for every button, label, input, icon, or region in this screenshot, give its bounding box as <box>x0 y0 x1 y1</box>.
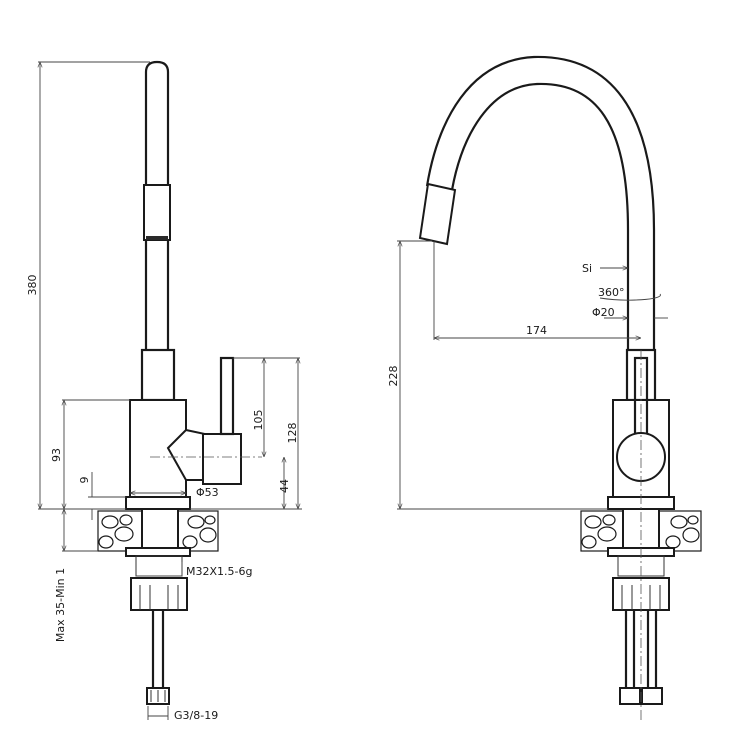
dim-380: 380 <box>26 61 150 510</box>
dim-9-label: 9 <box>78 477 91 484</box>
dim-phi53: Φ53 <box>130 486 219 499</box>
dim-380-label: 380 <box>26 275 39 296</box>
dim-228: 228 <box>387 240 608 510</box>
dim-44-label: 44 <box>278 479 291 493</box>
dim-128: 128 <box>190 358 302 510</box>
dim-9: 9 <box>78 472 126 520</box>
right-gooseneck-spout <box>418 55 656 350</box>
left-side-view: 380 93 9 Max 35-Min 1 105 <box>26 60 302 722</box>
dim-phi20-label: Φ20 <box>592 306 615 319</box>
dim-rotation-label: 360° <box>598 286 625 299</box>
dim-128-label: 128 <box>286 423 299 444</box>
dim-thread-label: M32X1.5-6g <box>186 565 252 578</box>
dim-si: Si <box>582 262 628 275</box>
dim-rotation: 360° <box>598 286 661 301</box>
left-faucet-body <box>125 356 242 510</box>
dim-hose-thread: G3/8-19 <box>147 706 218 722</box>
dim-93-label: 93 <box>50 448 63 462</box>
dim-228-label: 228 <box>387 366 400 387</box>
right-faucet-body <box>607 356 675 510</box>
dim-93: 93 <box>50 399 130 509</box>
left-spout-tube <box>143 60 171 350</box>
dim-174-label: 174 <box>526 324 547 337</box>
dim-phi53-label: Φ53 <box>196 486 219 499</box>
dim-105: 105 <box>233 357 300 457</box>
right-front-view: 228 174 Si 360° Φ20 <box>387 55 702 720</box>
dim-105-label: 105 <box>252 410 265 431</box>
dim-counter-thickness: Max 35-Min 1 <box>54 509 98 642</box>
dim-174: 174 <box>433 241 641 340</box>
dim-hose-thread-label: G3/8-19 <box>174 709 218 722</box>
dim-thread: M32X1.5-6g <box>136 562 252 578</box>
dim-phi20: Φ20 <box>592 306 668 319</box>
dim-counter-thickness-label: Max 35-Min 1 <box>54 568 67 642</box>
left-mounting-shank <box>125 508 191 705</box>
left-body-neck <box>140 348 176 402</box>
dim-44: 44 <box>278 457 291 509</box>
dim-si-label: Si <box>582 262 592 275</box>
